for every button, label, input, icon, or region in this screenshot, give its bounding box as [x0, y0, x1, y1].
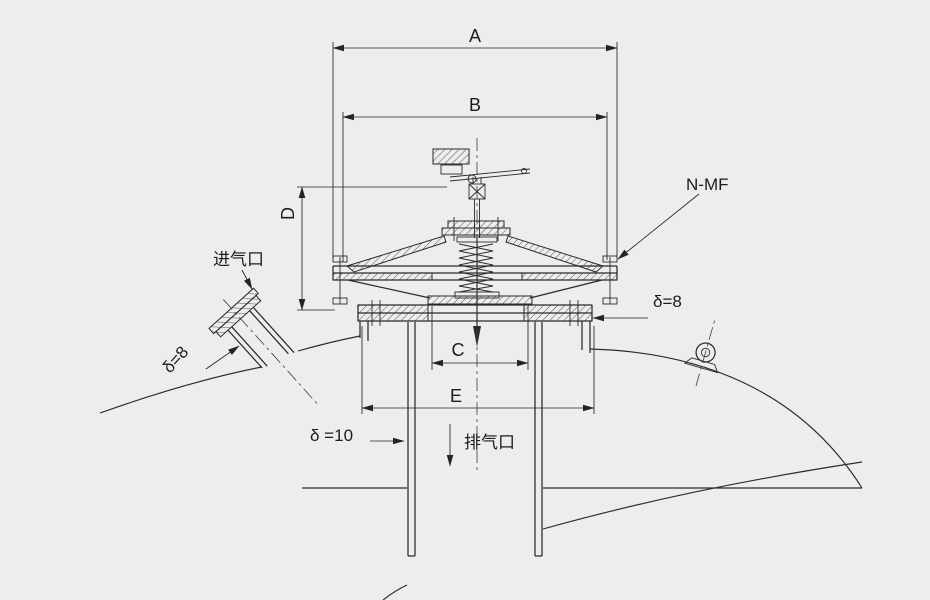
dim-label-e: E [450, 386, 462, 406]
mounting-flange [357, 300, 593, 326]
delta8-left-leader [205, 345, 240, 370]
right-flange-nut-bottom [602, 297, 618, 305]
bonnet-flange [441, 227, 511, 236]
inlet-label: 进气口 [213, 250, 264, 269]
dim-label-a: A [469, 26, 481, 46]
left-flange-nut-bottom [332, 297, 348, 305]
spring-coil-back [458, 243, 494, 293]
delta8-right-label: δ=8 [653, 292, 682, 311]
dim-label-b: B [469, 95, 481, 115]
lever-arm [449, 168, 531, 184]
bonnet-bolts [453, 217, 499, 241]
flange-plate-lines [357, 304, 593, 322]
tank-outline [99, 335, 863, 600]
tank-shell-curves [99, 335, 863, 600]
dim-e-extensions [361, 326, 595, 414]
body-rim-lines [332, 265, 618, 281]
lug-centerline [695, 318, 716, 387]
dim-label-d: D [278, 207, 298, 220]
lug-base [683, 357, 719, 374]
cover-slope-right [505, 235, 605, 273]
body-cone-lines [347, 279, 603, 299]
flange-bolt-ticks [371, 300, 579, 326]
dim-label-c: C [452, 340, 465, 360]
inlet-leader [241, 269, 253, 290]
right-flange-nut-top [602, 255, 618, 263]
nmf-leader [617, 193, 700, 260]
actuator-base [440, 164, 463, 175]
lever-pivot [467, 174, 477, 184]
diaphragm-band-left [332, 272, 433, 281]
centerlines [476, 138, 716, 470]
actuator-block [432, 148, 470, 165]
vent-pipe [407, 322, 543, 557]
lever-end-pin [521, 168, 527, 174]
exhaust-label: 排气口 [464, 433, 515, 452]
delta10-label: δ =10 [310, 426, 353, 445]
inlet-pipe-walls [227, 306, 295, 369]
lever-mechanism [432, 148, 531, 200]
left-flange-nut-top [332, 255, 348, 263]
valve-seat [427, 295, 533, 305]
inlet-nozzle [208, 287, 318, 404]
tank-nozzle-stub-walls [359, 321, 591, 353]
bonnet-cap [447, 220, 505, 229]
cover-slope-left [345, 235, 447, 273]
vent-pipe-walls [407, 322, 543, 557]
dim-c-extensions [431, 306, 529, 370]
nmf-label: N-MF [686, 175, 728, 194]
stem-upper [474, 199, 480, 238]
diaphragm-band-right [521, 272, 618, 281]
dim-a-extensions [332, 42, 618, 258]
